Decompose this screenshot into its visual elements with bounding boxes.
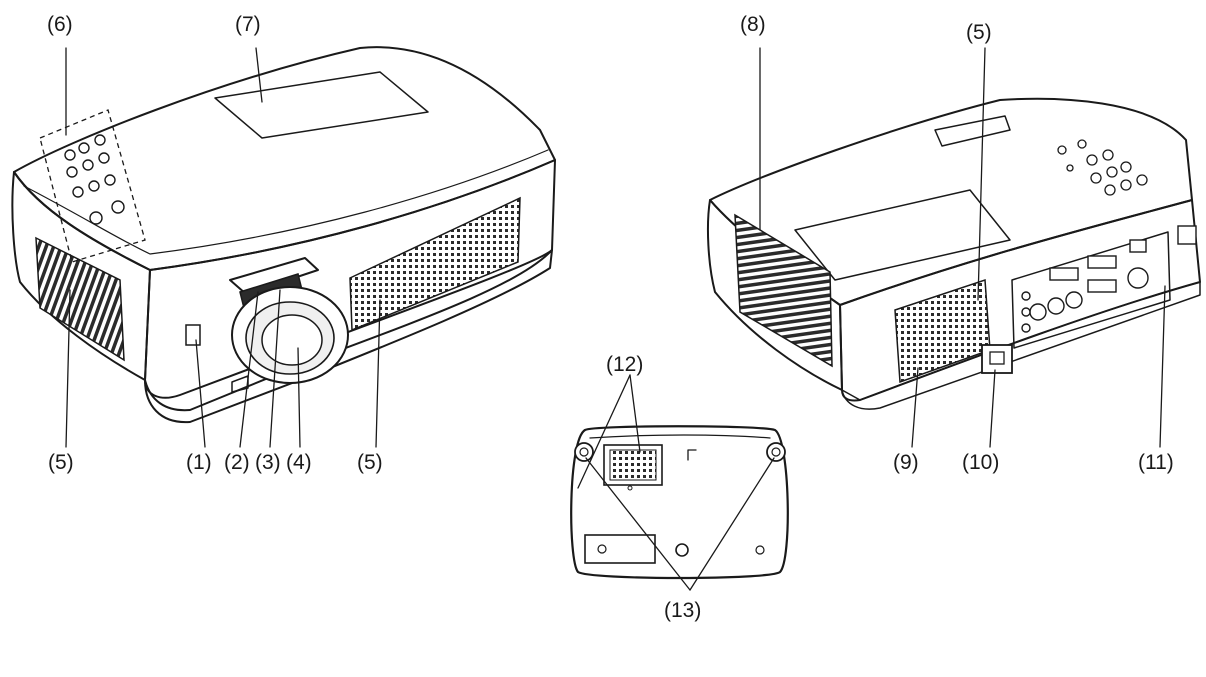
label-5-front-right: (5) [357,451,383,474]
label-8: (8) [740,13,766,36]
bottom-view-projector [570,374,789,591]
label-6: (6) [47,13,73,36]
front-view-projector [11,46,556,448]
label-10: (10) [962,451,1000,474]
label-13: (13) [664,599,702,622]
label-12: (12) [606,353,644,376]
rear-view-projector [706,47,1201,448]
label-9: (9) [893,451,919,474]
label-11: (11) [1138,451,1174,474]
label-7: (7) [235,13,261,36]
label-5-rear: (5) [966,21,992,44]
label-2: (2) [224,451,250,474]
label-5-front-left: (5) [48,451,74,474]
label-4: (4) [286,451,312,474]
label-3: (3) [255,451,281,474]
label-1: (1) [186,451,212,474]
